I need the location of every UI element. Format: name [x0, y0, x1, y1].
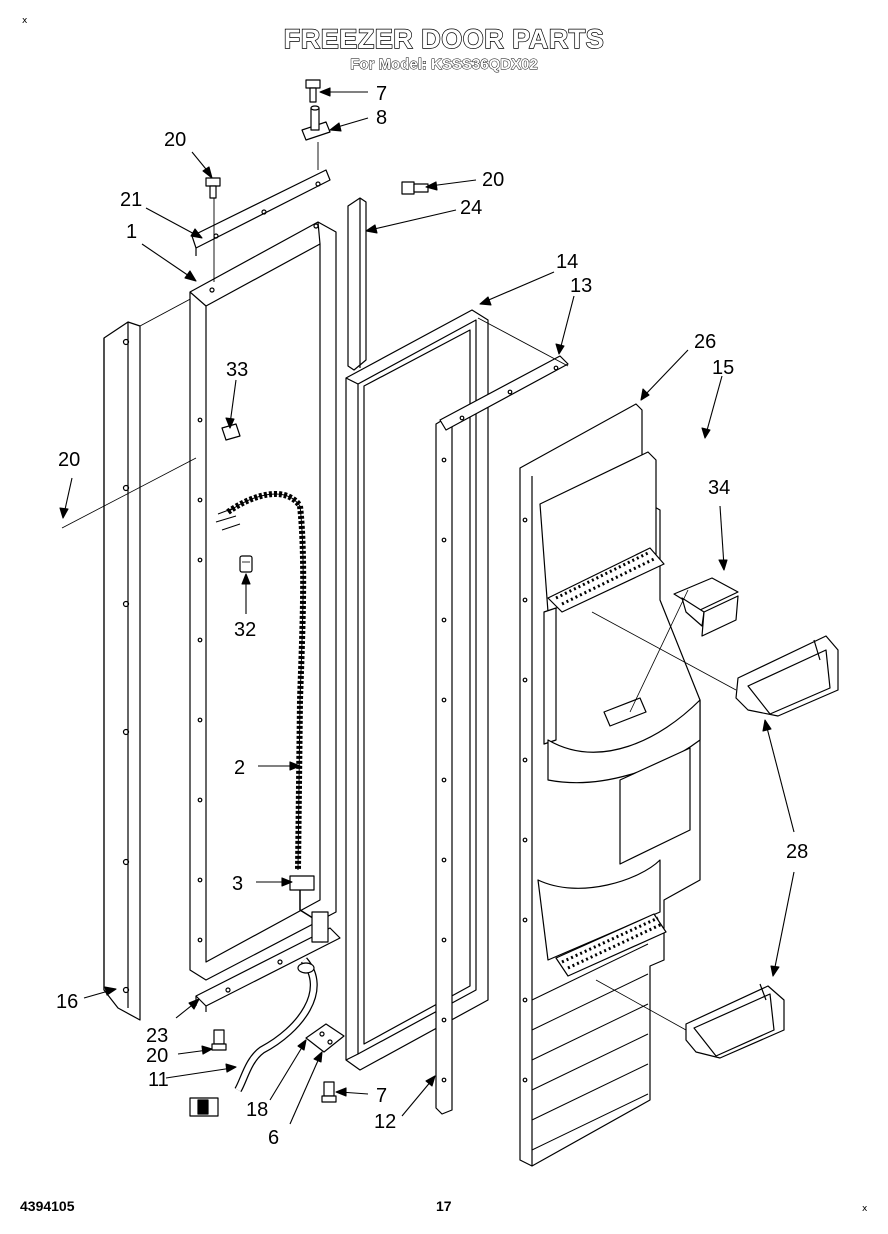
callout-20-bottom: 20: [146, 1045, 168, 1067]
outer-door-panel: [103, 295, 197, 1021]
document-number: 4394105: [20, 1198, 75, 1214]
door-side-rail: [435, 417, 453, 1115]
top-hinge-bracket: [191, 142, 331, 282]
page-number: 17: [436, 1198, 452, 1214]
screw-icon: [321, 1081, 337, 1103]
callout-12: 12: [374, 1111, 396, 1133]
corner-mark-top-left: x: [22, 16, 28, 26]
door-top-rail: [439, 355, 569, 431]
callout-21: 21: [120, 189, 142, 211]
bottom-hinge-bracket: [195, 911, 341, 1012]
callout-8: 8: [376, 107, 387, 129]
callout-13: 13: [570, 275, 592, 297]
callout-20-top-left: 20: [164, 129, 186, 151]
door-gasket-strip: [347, 197, 367, 371]
callout-28: 28: [786, 841, 808, 863]
callout-7-top: 7: [376, 83, 387, 105]
callout-2: 2: [234, 757, 245, 779]
water-tube: [189, 957, 318, 1117]
top-hinge-pin: [301, 105, 331, 141]
wire-connector: [239, 555, 253, 573]
callout-6: 6: [268, 1127, 279, 1149]
page-title: FREEZER DOOR PARTS: [283, 23, 605, 54]
callout-34: 34: [708, 477, 730, 499]
dispenser-cover: [673, 577, 739, 637]
callout-15: 15: [712, 357, 734, 379]
hinge-screw-icon: [305, 79, 321, 103]
callout-18: 18: [246, 1099, 268, 1121]
model-subtitle: For Model: KSSS36QDX02: [350, 56, 538, 74]
bottom-hinge-plate: [305, 1023, 345, 1053]
callout-16: 16: [56, 991, 78, 1013]
callout-1: 1: [126, 221, 137, 243]
callout-23: 23: [146, 1025, 168, 1047]
callout-20-top-right: 20: [482, 169, 504, 191]
callout-leaders: [59, 87, 795, 1125]
door-liner-gasket: [345, 309, 489, 1071]
screw-icon: [401, 181, 429, 195]
screw-icon: [211, 1029, 227, 1051]
corner-mark-bottom-right: x: [862, 1204, 868, 1214]
callout-7-bottom: 7: [376, 1085, 387, 1107]
screw-icon: [205, 177, 221, 199]
callout-labels: 7 8 20 20 21 24 1 14 13 26 15 33 20 34 3…: [56, 83, 808, 1149]
callout-20-left: 20: [58, 449, 80, 471]
callout-11: 11: [148, 1069, 169, 1091]
inner-door-frame: [189, 221, 337, 981]
callout-33: 33: [226, 359, 248, 381]
dispenser-door-liner: [477, 317, 701, 1167]
upper-dispenser-trim: [735, 635, 839, 717]
wiring-harness: [215, 491, 317, 921]
callout-32: 32: [234, 619, 256, 641]
callout-14: 14: [556, 251, 578, 273]
lower-dispenser-trim: [685, 983, 785, 1059]
callout-26: 26: [694, 331, 716, 353]
callout-3: 3: [232, 873, 243, 895]
callout-24: 24: [460, 197, 482, 219]
